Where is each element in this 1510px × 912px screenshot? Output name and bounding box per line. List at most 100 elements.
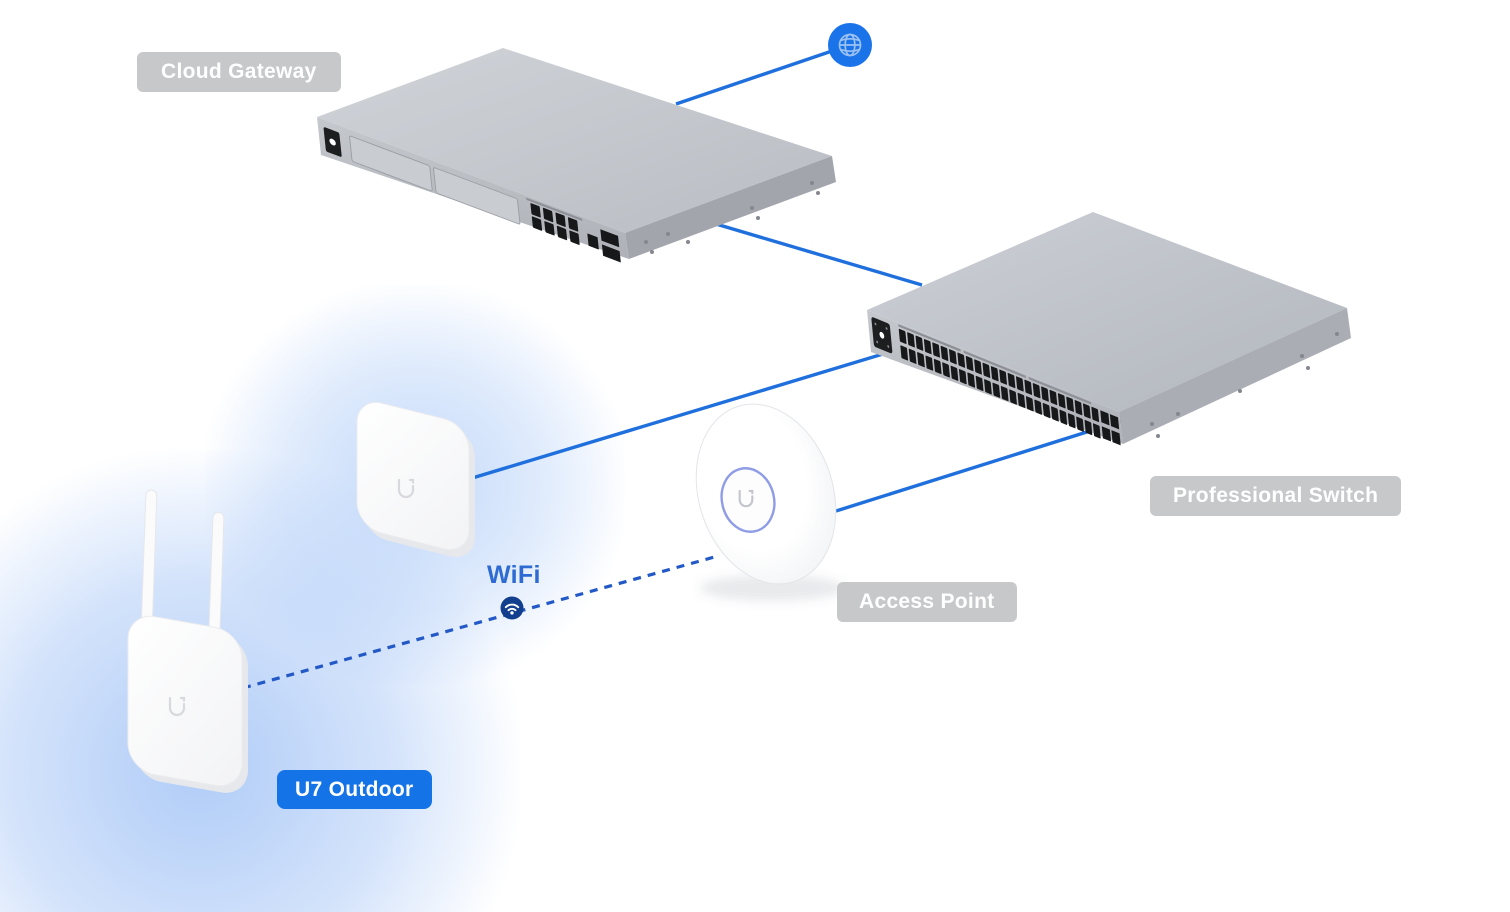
ethernet-port bbox=[925, 355, 934, 371]
sfp-port bbox=[1111, 430, 1121, 446]
ethernet-port bbox=[982, 362, 991, 378]
ethernet-port bbox=[1066, 396, 1074, 412]
wifi-link-node bbox=[500, 596, 524, 620]
ethernet-port bbox=[940, 345, 949, 361]
sfp-port bbox=[1101, 426, 1112, 442]
ethernet-port bbox=[898, 328, 907, 345]
sfp-port bbox=[600, 229, 620, 248]
ethernet-port bbox=[531, 216, 543, 231]
ethernet-port bbox=[933, 358, 942, 375]
ap-shadow bbox=[700, 575, 844, 601]
ethernet-port bbox=[990, 366, 999, 382]
u7-outdoor-device[interactable] bbox=[127, 489, 248, 797]
ethernet-port bbox=[907, 332, 915, 348]
ethernet-port bbox=[917, 352, 925, 368]
ethernet-port bbox=[1049, 389, 1058, 406]
internet-node[interactable] bbox=[828, 23, 872, 67]
ethernet-port bbox=[1016, 376, 1024, 392]
link-u7-to-ap-wifi bbox=[242, 554, 719, 690]
ethernet-port bbox=[932, 342, 941, 358]
gateway-ethernet-ports bbox=[530, 203, 580, 245]
ethernet-port bbox=[1009, 389, 1017, 405]
switch-screws bbox=[1150, 332, 1339, 438]
ethernet-port bbox=[984, 379, 992, 395]
ethernet-port bbox=[1057, 393, 1066, 409]
ethernet-port bbox=[544, 221, 555, 236]
switch-front-detail bbox=[871, 317, 1121, 446]
cloud-gateway-device[interactable] bbox=[317, 48, 836, 263]
switch-top-face bbox=[867, 212, 1347, 412]
sfp-port bbox=[1100, 410, 1110, 426]
port-bezel bbox=[1028, 376, 1092, 405]
ethernet-port bbox=[1042, 402, 1051, 419]
mgmt-port bbox=[587, 233, 599, 250]
ethernet-port bbox=[957, 352, 966, 368]
professional-switch-label[interactable]: Professional Switch bbox=[1150, 476, 1402, 516]
ethernet-port bbox=[967, 372, 976, 388]
antenna bbox=[141, 489, 158, 623]
switch-right-face bbox=[1119, 308, 1351, 444]
ethernet-port bbox=[958, 369, 967, 385]
globe-icon bbox=[838, 33, 862, 57]
ethernet-port bbox=[908, 348, 917, 364]
gateway-top-face bbox=[317, 48, 832, 233]
sfp-port bbox=[601, 244, 621, 263]
link-gateway-to-switch bbox=[715, 222, 923, 287]
ethernet-port bbox=[999, 369, 1007, 385]
cloud-gateway-label[interactable]: Cloud Gateway bbox=[137, 52, 341, 92]
power-pin bbox=[879, 331, 885, 339]
ethernet-port bbox=[1091, 406, 1100, 423]
ethernet-port bbox=[1024, 379, 1033, 395]
ethernet-port bbox=[569, 230, 580, 245]
sfp-port bbox=[1109, 414, 1120, 430]
ethernet-port bbox=[1084, 419, 1093, 436]
access-point-device[interactable] bbox=[674, 386, 858, 602]
ethernet-port bbox=[950, 365, 959, 381]
access-point-label[interactable]: Access Point bbox=[837, 582, 1017, 622]
wall-access-point-device[interactable] bbox=[356, 397, 475, 562]
antenna bbox=[208, 511, 225, 641]
ethernet-port bbox=[1034, 399, 1043, 415]
ethernet-port bbox=[556, 225, 568, 241]
ethernet-port bbox=[1082, 403, 1091, 419]
u7-body bbox=[127, 615, 243, 787]
ethernet-port bbox=[900, 345, 909, 361]
ethernet-port bbox=[1076, 416, 1084, 432]
switch-ethernet-ports bbox=[898, 328, 1101, 439]
ethernet-port bbox=[567, 217, 579, 232]
ethernet-port bbox=[942, 362, 950, 378]
ethernet-port bbox=[1067, 413, 1076, 429]
ethernet-port bbox=[542, 207, 554, 223]
ethernet-port bbox=[923, 339, 932, 355]
power-pin bbox=[329, 138, 336, 146]
ethernet-port bbox=[915, 335, 924, 351]
ethernet-port bbox=[1051, 406, 1059, 422]
ethernet-port bbox=[1092, 423, 1101, 439]
ethernet-port bbox=[1059, 409, 1068, 425]
wifi-label: WiFi bbox=[487, 561, 541, 589]
professional-switch-device[interactable] bbox=[867, 212, 1351, 447]
gateway-screws bbox=[644, 181, 820, 254]
gateway-right-face bbox=[625, 156, 836, 259]
ethernet-port bbox=[530, 203, 541, 218]
ethernet-port bbox=[1074, 400, 1083, 416]
ap-led-ring bbox=[720, 467, 776, 533]
link-switch-to-wall-ap bbox=[468, 349, 894, 481]
drive-bay bbox=[349, 135, 433, 192]
drive-bay bbox=[433, 167, 521, 225]
port-bezel bbox=[963, 350, 1026, 379]
gateway-front-detail bbox=[323, 127, 621, 263]
port-bezel bbox=[526, 197, 583, 222]
u7-outdoor-label[interactable]: U7 Outdoor bbox=[277, 770, 432, 809]
ethernet-port bbox=[555, 212, 566, 227]
ethernet-port bbox=[992, 382, 1001, 398]
ethernet-port bbox=[1032, 383, 1041, 399]
ethernet-port bbox=[974, 359, 982, 375]
ethernet-port bbox=[1025, 396, 1034, 412]
wifi-dot bbox=[510, 611, 514, 615]
port-bezel bbox=[898, 324, 961, 352]
ethernet-port bbox=[949, 349, 957, 365]
ethernet-port bbox=[965, 355, 974, 372]
